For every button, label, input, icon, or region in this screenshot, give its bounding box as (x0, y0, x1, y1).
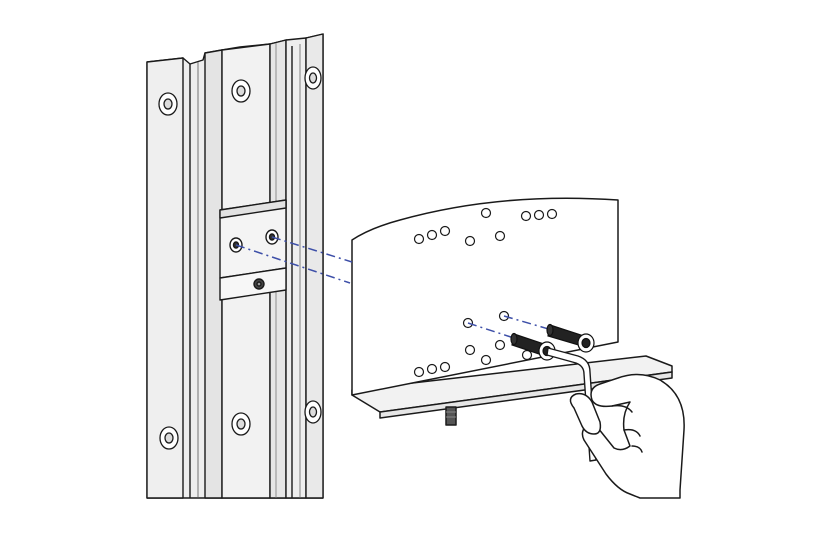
rail-hole (304, 400, 322, 424)
rail-hole (231, 412, 251, 436)
rail-holes (158, 66, 322, 450)
guide-line (235, 244, 351, 284)
rail-hole (159, 426, 179, 450)
rail-hole (304, 66, 322, 90)
guide-line (503, 315, 553, 331)
rail-right-edge (305, 33, 324, 499)
rail-hole (158, 92, 178, 116)
vertical-rail (146, 33, 324, 499)
plate-holes (413, 207, 558, 378)
hand-icon (569, 373, 685, 499)
rail-hole (231, 79, 251, 103)
mounting-bracket-icon (219, 199, 287, 301)
shelf-stud (445, 406, 457, 426)
guide-line (271, 236, 353, 263)
rail-left-flange (146, 57, 184, 499)
